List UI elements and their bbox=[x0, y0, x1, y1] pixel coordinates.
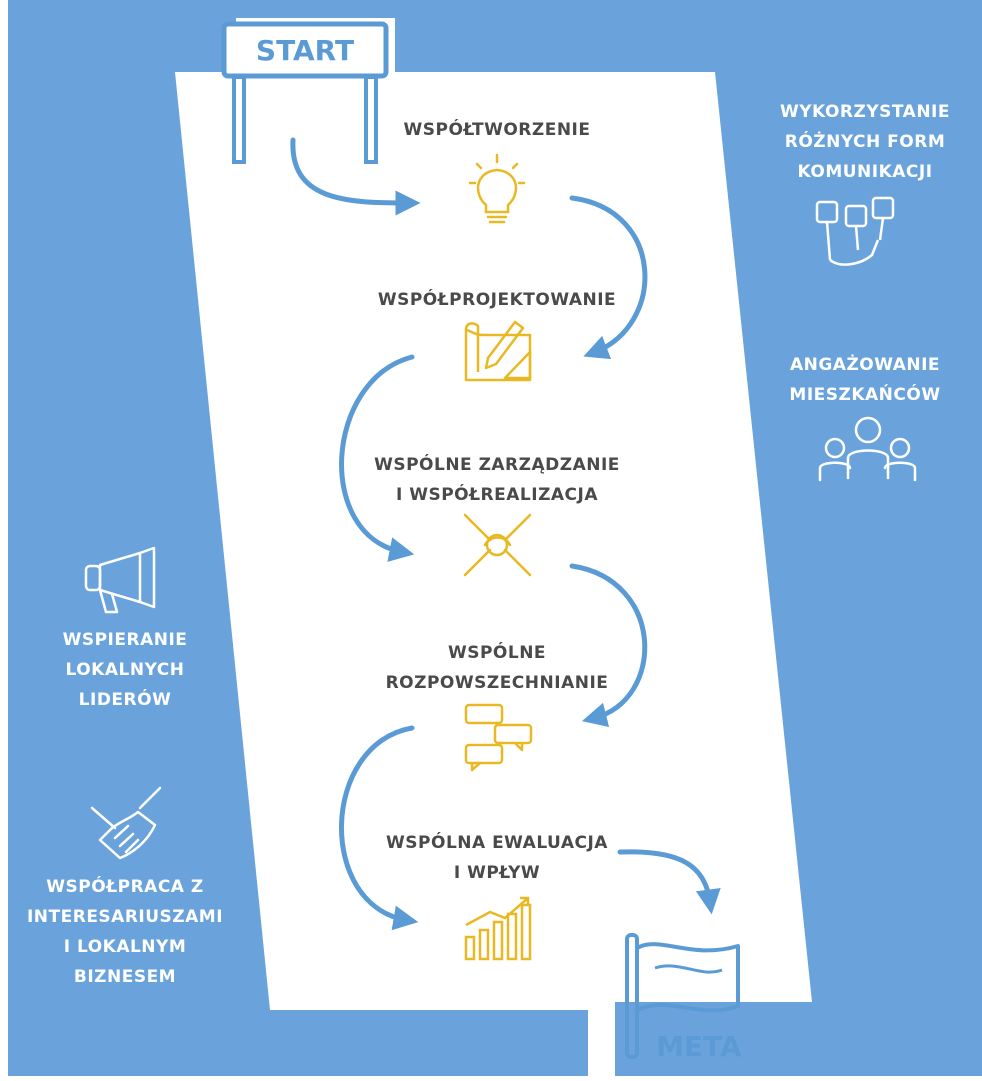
step-4-label: WSPÓLNE ROZPOWSZECHNIANIE bbox=[385, 643, 609, 693]
arrow-step1-to-step2 bbox=[569, 195, 648, 360]
flow-arrows bbox=[290, 137, 721, 931]
arrow-step3-to-step4 bbox=[569, 563, 648, 728]
path-road bbox=[175, 18, 812, 1081]
resident-engagement-label: ANGAŻOWANIE MIESZKAŃCÓW bbox=[789, 355, 941, 405]
finish-flag-icon bbox=[625, 933, 740, 1059]
start-label: START bbox=[255, 34, 355, 67]
finish-label: META bbox=[656, 1030, 742, 1063]
arrow-step4-to-step5 bbox=[339, 725, 419, 931]
joined-hands-icon bbox=[463, 513, 532, 577]
communication-forms-label: WYKORZYSTANIE RÓŻNYCH FORM KOMUNIKACJI bbox=[780, 102, 950, 182]
arrow-step5-to-meta bbox=[617, 849, 721, 915]
stakeholder-cooperation-label: WSPÓŁPRACA Z INTERESARIUSZAMI I LOKALNYM… bbox=[26, 877, 224, 987]
step-2-label: WSPÓŁPROJEKTOWANIE bbox=[377, 290, 617, 310]
step-5-label: WSPÓLNA EWALUACJA I WPŁYW bbox=[386, 833, 608, 883]
arrow-start-to-step1 bbox=[290, 137, 421, 216]
social-media-icon bbox=[815, 196, 895, 266]
blueprint-icon bbox=[464, 320, 532, 382]
local-leaders-label: WSPIERANIE LOKALNYCH LIDERÓW bbox=[62, 630, 188, 710]
speech-bubbles-icon bbox=[464, 703, 533, 772]
megaphone-icon bbox=[84, 546, 156, 614]
growth-chart-icon bbox=[464, 896, 532, 961]
lightbulb-icon bbox=[468, 153, 526, 224]
step-1-label: WSPÓŁTWORZENIE bbox=[403, 120, 591, 140]
handshake-icon bbox=[90, 786, 162, 860]
residents-group-icon bbox=[818, 416, 917, 482]
arrow-step2-to-step3 bbox=[339, 354, 415, 562]
start-banner bbox=[221, 21, 389, 164]
step-3-label: WSPÓLNE ZARZĄDZANIE I WSPÓŁREALIZACJA bbox=[374, 455, 620, 505]
